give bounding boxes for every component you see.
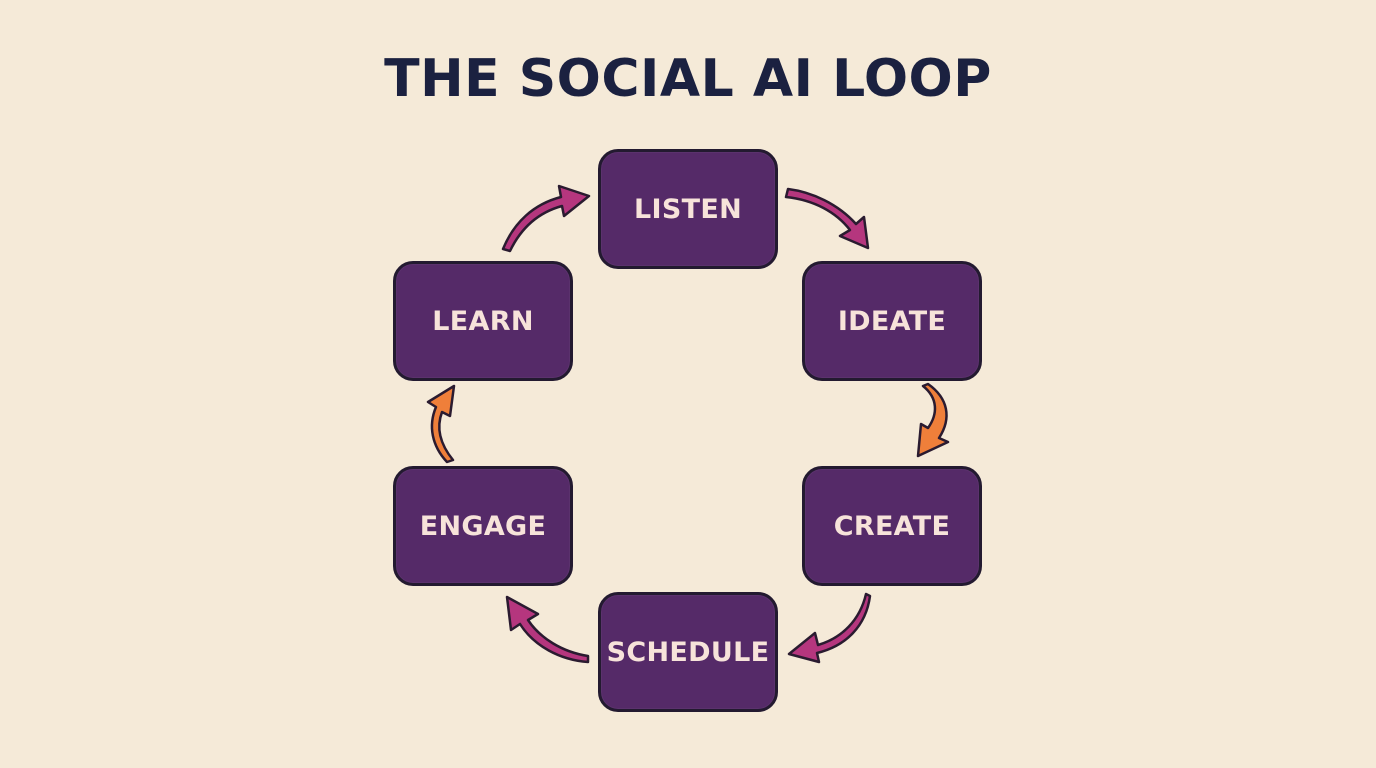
arrow-engage-to-learn (426, 384, 456, 464)
arrow-listen-to-ideate (784, 187, 870, 250)
node-engage: ENGAGE (393, 466, 573, 586)
node-create: CREATE (802, 466, 982, 586)
node-ideate: IDEATE (802, 261, 982, 381)
node-label-listen: LISTEN (634, 193, 742, 225)
arrow-schedule-to-engage (505, 595, 590, 664)
node-learn: LEARN (393, 261, 573, 381)
arrow-ideate-to-create (916, 382, 950, 458)
node-label-schedule: SCHEDULE (606, 636, 770, 668)
node-label-engage: ENGAGE (419, 510, 547, 542)
arrow-create-to-schedule (787, 592, 872, 664)
node-label-ideate: IDEATE (837, 305, 947, 337)
node-label-learn: LEARN (432, 305, 534, 337)
node-listen: LISTEN (598, 149, 778, 269)
node-schedule: SCHEDULE (598, 592, 778, 712)
node-label-create: CREATE (833, 510, 951, 542)
diagram-title: THE SOCIAL AI LOOP (384, 49, 992, 109)
arrow-learn-to-listen (501, 184, 591, 253)
